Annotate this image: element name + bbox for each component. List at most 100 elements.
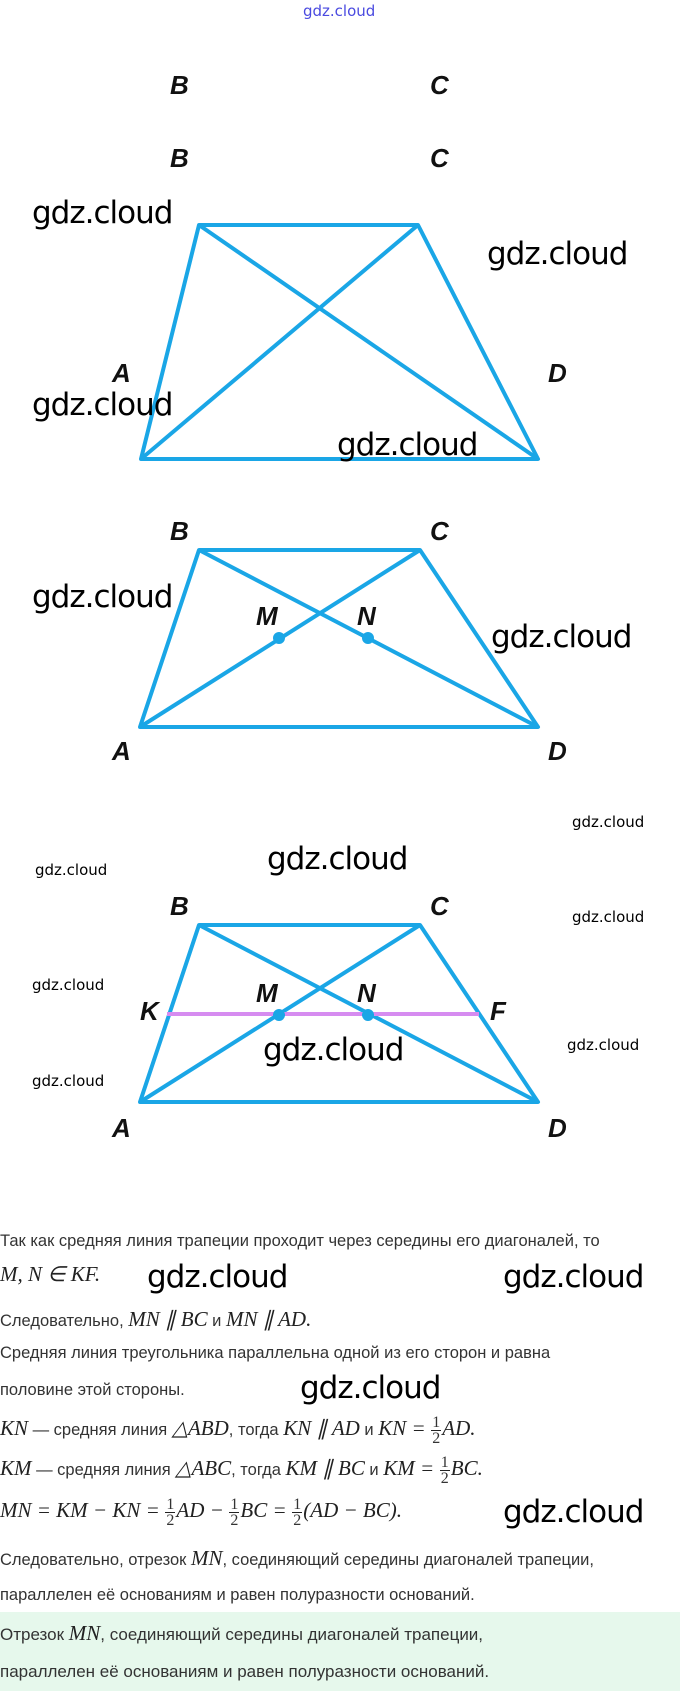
math: KN ∥ AD (283, 1415, 360, 1440)
watermark: gdz.cloud (267, 841, 408, 877)
label-b: B (170, 516, 189, 546)
denominator: 2 (293, 1512, 302, 1529)
label-n: N (357, 978, 377, 1008)
label-c: C (430, 143, 450, 173)
watermark-top[interactable]: gdz.cloud (303, 2, 376, 20)
watermark: gdz.cloud (32, 1072, 105, 1090)
watermark: gdz.cloud (572, 813, 645, 831)
text: Следовательно, отрезок (0, 1551, 191, 1569)
math: △ABC (175, 1455, 232, 1480)
label-b-faint: B (170, 70, 189, 100)
text: и (364, 1460, 384, 1479)
solution-line-6: KN — средняя линия △ABD, тогда KN ∥ AD и… (0, 1414, 476, 1447)
label-c: C (430, 516, 450, 546)
numerator: 1 (439, 1454, 450, 1471)
denominator: 2 (440, 1470, 449, 1487)
math: MN = KM − KN = (0, 1497, 160, 1522)
label-f: F (490, 996, 507, 1026)
math: KN (0, 1415, 29, 1440)
math: MN ∥ AD. (225, 1307, 312, 1331)
label-b: B (170, 143, 189, 173)
text: Отрезок (0, 1625, 69, 1644)
math: KM (0, 1455, 32, 1480)
solution-line-9: Следовательно, отрезок MN, соединяющий с… (0, 1546, 594, 1571)
math: KM = (383, 1455, 435, 1480)
label-c-faint: C (430, 70, 450, 100)
trapezoid-abcd (139, 223, 540, 461)
numerator: 1 (431, 1414, 442, 1431)
watermark: gdz.cloud (503, 1259, 644, 1295)
math: KM ∥ BC (285, 1455, 365, 1480)
label-n: N (357, 601, 377, 631)
label-d: D (548, 358, 567, 388)
math: AD − (176, 1497, 224, 1522)
watermark: gdz.cloud (35, 861, 108, 879)
conclusion-box (0, 1612, 680, 1691)
solution-line-10: параллелен её основаниям и равен полураз… (0, 1586, 475, 1604)
math: MN ∥ BC (128, 1307, 208, 1331)
math: △ABD (171, 1415, 229, 1440)
numerator: 1 (165, 1496, 176, 1513)
math: MN (190, 1546, 223, 1570)
solution-line-3: Следовательно, MN ∥ BC и MN ∥ AD. (0, 1307, 311, 1332)
label-k: K (140, 996, 161, 1026)
conclusion-line-2: параллелен её основаниям и равен полураз… (0, 1662, 490, 1681)
watermark: gdz.cloud (572, 908, 645, 926)
watermark: gdz.cloud (32, 387, 173, 423)
text: , тогда (228, 1420, 284, 1439)
math: AD. (442, 1415, 476, 1440)
label-m: M (256, 601, 279, 631)
denominator: 2 (432, 1430, 441, 1447)
denominator: 2 (230, 1512, 239, 1529)
denominator: 2 (166, 1512, 175, 1529)
figures: B C B C A D B C M N A D B C K F M N A D (111, 70, 567, 1143)
math: MN (68, 1621, 101, 1645)
label-a: A (111, 736, 131, 766)
watermark: gdz.cloud (32, 579, 173, 615)
text: , тогда (231, 1460, 286, 1479)
watermark: gdz.cloud (337, 427, 478, 463)
label-c: C (430, 891, 450, 921)
solution-line-7: KM — средняя линия △ABC, тогда KM ∥ BC и… (0, 1454, 483, 1487)
conclusion-line-1: Отрезок MN, соединяющий середины диагона… (0, 1621, 483, 1646)
text: Следовательно, (0, 1312, 129, 1330)
diagonal-bd (197, 223, 540, 461)
diagonal-ac (139, 223, 420, 461)
text: , соединяющий середины диагоналей трапец… (222, 1551, 594, 1569)
watermark: gdz.cloud (503, 1494, 644, 1530)
text: и (207, 1312, 226, 1330)
point-m (273, 1009, 285, 1021)
solution-line-5: половине этой стороны. (0, 1381, 185, 1399)
watermark: gdz.cloud (300, 1370, 441, 1406)
watermark: gdz.cloud (487, 236, 628, 272)
text: , соединяющий середины диагоналей трапец… (100, 1625, 484, 1644)
solution-line-1: Так как средняя линия трапеции проходит … (0, 1232, 600, 1250)
numerator: 1 (292, 1496, 303, 1513)
watermark: gdz.cloud (32, 195, 173, 231)
watermark: gdz.cloud (32, 976, 105, 994)
math: M, N ∈ KF. (0, 1262, 101, 1286)
figure-2-trapezoid (138, 548, 540, 729)
numerator: 1 (229, 1496, 240, 1513)
point-n (362, 632, 374, 644)
math: KN = (378, 1415, 426, 1440)
watermark: gdz.cloud (263, 1032, 404, 1068)
math: BC. (450, 1455, 483, 1480)
watermark: gdz.cloud (491, 619, 632, 655)
text: и (359, 1420, 379, 1439)
solution-line-4: Средняя линия треугольника параллельна о… (0, 1344, 551, 1362)
text: — средняя линия (31, 1460, 176, 1479)
label-a: A (111, 358, 131, 388)
trapezoid-abcd (138, 548, 540, 729)
math: BC = (240, 1497, 287, 1522)
text: — средняя линия (28, 1420, 172, 1439)
watermark: gdz.cloud (567, 1036, 640, 1054)
label-b: B (170, 891, 189, 921)
label-m: M (256, 978, 279, 1008)
